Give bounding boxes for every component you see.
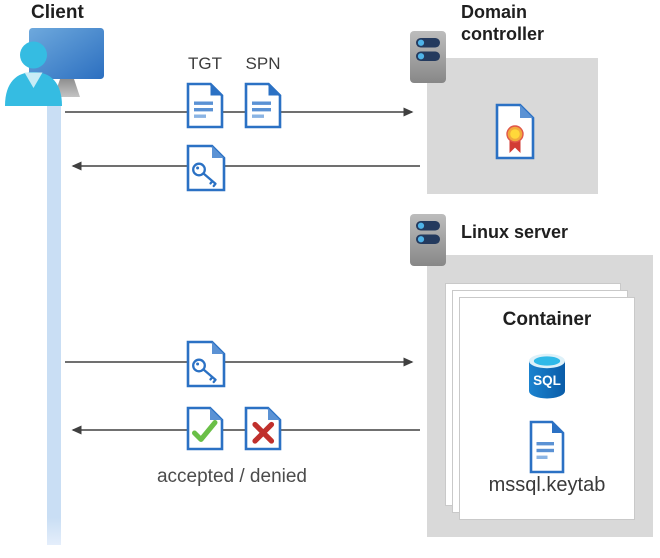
domain-controller-label: Domain controller (461, 2, 545, 45)
denied-cross-icon (244, 406, 282, 451)
tgt-document-icon (186, 82, 224, 129)
client-lifeline (47, 88, 61, 545)
tgt-label: TGT (188, 54, 222, 73)
linux-server-label: Linux server (461, 222, 569, 242)
keytab-file-icon (529, 420, 565, 474)
monitor-stand (54, 79, 80, 97)
person-collar (24, 72, 43, 88)
sql-database-icon: SQL (529, 353, 565, 399)
spn-document-icon (244, 82, 282, 129)
accepted-check-icon (186, 406, 224, 451)
certificate-icon (495, 103, 535, 160)
linux-server-icon (410, 214, 446, 266)
sql-label: SQL (533, 373, 561, 388)
container-label: Container (502, 309, 592, 330)
person-body (5, 72, 62, 106)
person-head (20, 41, 47, 69)
service-ticket-icon (186, 340, 226, 388)
service-ticket-icon (186, 144, 226, 192)
accepted-denied-label: accepted / denied (156, 466, 307, 487)
client-user-icon (5, 28, 104, 106)
mssql-keytab-label: mssql.keytab (488, 474, 606, 496)
monitor-screen (29, 28, 104, 79)
container-card (459, 297, 635, 520)
spn-label: SPN (245, 54, 281, 73)
domain-controller-server-icon (410, 31, 446, 83)
client-label: Client (31, 2, 84, 23)
